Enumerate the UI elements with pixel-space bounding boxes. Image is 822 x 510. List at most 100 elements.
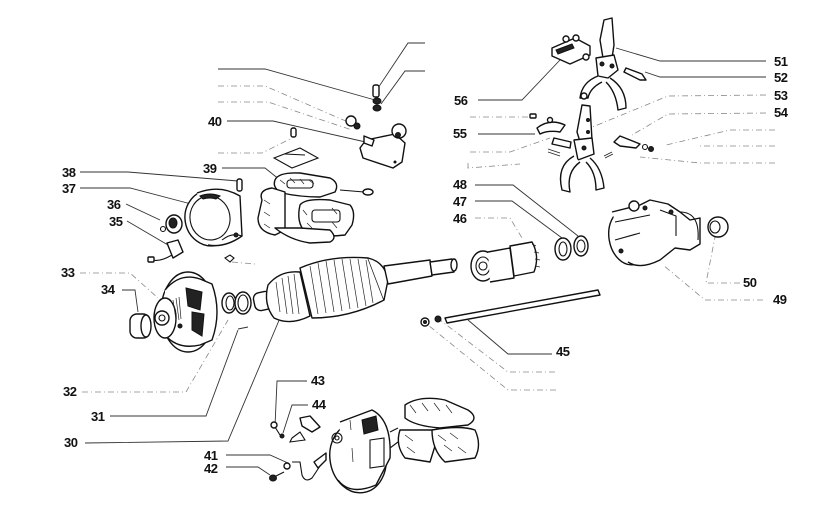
solenoid xyxy=(359,123,407,169)
leader-line-49 xyxy=(662,264,763,301)
callout-38: 38 xyxy=(62,165,76,180)
solenoid-nut xyxy=(345,115,361,130)
brush-holder-44 xyxy=(289,415,321,443)
leader-line-unlabeled-1 xyxy=(218,68,376,101)
terminal-block xyxy=(551,34,591,65)
field-coils xyxy=(257,172,374,244)
through-bolt xyxy=(420,289,601,327)
field-coil-set-lower xyxy=(389,397,480,463)
callout-48: 48 xyxy=(453,177,467,192)
drive-pinion xyxy=(470,241,541,283)
leader-line-41 xyxy=(226,454,289,464)
leader-line-54 xyxy=(631,112,767,136)
callout-34: 34 xyxy=(101,282,116,297)
bushing-34 xyxy=(129,313,152,339)
callout-49: 49 xyxy=(773,292,787,307)
callout-44: 44 xyxy=(312,397,327,412)
leader-line-unlabeled-10 xyxy=(467,163,521,169)
leader-line-37 xyxy=(80,187,196,206)
leader-line-38 xyxy=(80,171,239,182)
pivot-pin xyxy=(623,67,647,81)
washer-47 xyxy=(554,237,572,261)
armature xyxy=(252,256,458,323)
leader-line-unlabeled-11 xyxy=(665,129,775,146)
leader-line-unlabeled-5 xyxy=(231,261,256,265)
washer-41 xyxy=(283,462,291,470)
leader-line-unlabeled-3 xyxy=(218,101,353,131)
callout-41: 41 xyxy=(204,448,218,463)
leader-line-47 xyxy=(475,200,563,239)
callout-46: 46 xyxy=(453,211,467,226)
commutator-end-housing xyxy=(153,271,218,353)
leader-line-31 xyxy=(110,329,239,417)
washer-31 xyxy=(234,291,252,330)
lever-bracket xyxy=(603,135,654,159)
brush-spring xyxy=(159,214,183,234)
shift-fork xyxy=(579,17,627,111)
brush-plate xyxy=(329,409,391,494)
solenoid-screw xyxy=(372,84,382,112)
callout-52: 52 xyxy=(774,70,788,85)
leader-line-40 xyxy=(227,120,371,144)
leader-line-42 xyxy=(226,466,271,476)
drive-end-housing xyxy=(608,199,701,267)
leader-line-unlabeled-13 xyxy=(639,156,775,164)
shift-lever xyxy=(559,104,605,193)
leader-line-44 xyxy=(282,404,308,434)
leader-line-34 xyxy=(122,289,139,313)
leader-line-46 xyxy=(475,217,523,239)
leader-line-39 xyxy=(222,167,281,181)
callout-32: 32 xyxy=(63,384,77,399)
leader-line-screw-top xyxy=(377,42,425,89)
leader-line-48 xyxy=(475,184,579,237)
callout-53: 53 xyxy=(774,88,788,103)
leader-line-unlabeled-9 xyxy=(470,137,551,153)
callout-54: 54 xyxy=(774,105,789,120)
leader-line-56 xyxy=(478,59,561,101)
callout-37: 37 xyxy=(62,181,76,196)
screw-42 xyxy=(269,471,285,482)
callout-45: 45 xyxy=(556,344,570,359)
leader-line-washer-top xyxy=(380,70,425,105)
callout-35: 35 xyxy=(109,214,123,229)
leader-line-unlabeled-4 xyxy=(218,137,293,154)
leader-lines xyxy=(80,42,775,476)
leader-line-35 xyxy=(126,220,169,246)
bushing-50 xyxy=(707,216,729,238)
leader-line-45 xyxy=(467,319,552,355)
cover-plate xyxy=(529,113,566,135)
leader-line-unlabeled-7 xyxy=(427,324,556,391)
washer-48 xyxy=(573,235,589,257)
lever-pin xyxy=(547,137,572,157)
leader-line-51 xyxy=(615,47,766,62)
screw-38 xyxy=(236,178,243,192)
callout-56: 56 xyxy=(454,93,468,108)
callout-40: 40 xyxy=(208,114,222,129)
callout-39: 39 xyxy=(203,161,217,176)
leader-line-52 xyxy=(644,71,766,78)
callout-55: 55 xyxy=(453,126,467,141)
callout-47: 47 xyxy=(453,194,467,209)
leader-line-32 xyxy=(82,319,229,393)
callout-42: 42 xyxy=(204,461,218,476)
callout-33: 33 xyxy=(61,265,75,280)
washer-32 xyxy=(221,292,237,314)
brush-lead xyxy=(292,452,327,481)
leader-line-36 xyxy=(125,203,161,221)
callout-51: 51 xyxy=(774,54,788,69)
parts xyxy=(129,17,729,494)
callout-30: 30 xyxy=(64,435,78,450)
callout-labels: 30 31 32 33 34 35 36 37 38 39 40 41 42 4… xyxy=(61,54,789,476)
leader-line-30 xyxy=(84,317,281,444)
small-clip xyxy=(224,254,235,263)
brush xyxy=(147,239,184,263)
callout-50: 50 xyxy=(743,275,757,290)
leader-line-43 xyxy=(274,380,307,427)
leader-line-unlabeled-2 xyxy=(218,85,349,123)
leader-line-33 xyxy=(80,272,159,299)
leader-line-unlabeled-6 xyxy=(439,319,555,373)
cover-band xyxy=(184,188,243,247)
gasket-plate xyxy=(272,127,320,169)
callout-36: 36 xyxy=(107,197,121,212)
